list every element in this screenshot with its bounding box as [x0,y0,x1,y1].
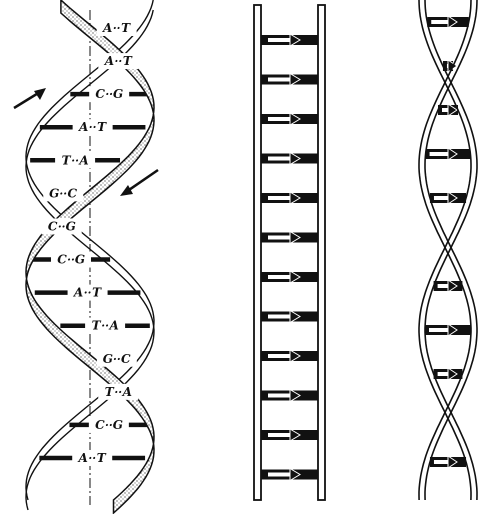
base-right-label: G [113,418,123,432]
hydrogen-bond-dots: ·· [101,320,109,333]
base-left-label: C [95,418,105,432]
twisted-ladder-rung [434,368,463,380]
base-left-label: A [104,54,114,68]
ladder-rung [261,153,318,165]
base-right-label: A [108,319,118,333]
base-right-label: G [66,219,76,233]
base-left-label: T [62,153,72,167]
base-left-label: T [92,319,102,333]
base-left-label: G [103,352,113,366]
base-right-label: C [67,186,77,200]
base-right-label: T [92,286,102,300]
base-left-label: A [78,451,88,465]
base-right-label: T [97,451,107,465]
hydrogen-bond-dots: ·· [58,220,66,233]
ladder-rung [261,192,318,204]
base-left-label: A [102,21,112,35]
base-right-label: A [78,153,88,167]
hydrogen-bond-dots: ·· [113,22,121,35]
strand-direction-arrow-up [14,88,46,108]
ladder-rung [261,469,318,481]
base-left-label: C [57,253,67,267]
base-left-label: C [95,87,105,101]
ladder-rung [261,232,318,244]
hydrogen-bond-dots: ·· [105,88,113,101]
twisted-ladder-rung [426,148,471,160]
hydrogen-bond-dots: ·· [71,154,79,167]
ladder-right-rail [318,5,325,500]
twisted-ladder-rung [430,456,466,468]
base-right-label: T [97,120,107,134]
strand-direction-arrow-down [120,170,158,196]
hydrogen-bond-dots: ·· [59,187,67,200]
base-left-label: T [105,385,115,399]
twisted-ladder-rung [430,192,466,204]
base-left-label: A [73,286,83,300]
ladder-rung [261,34,318,46]
twisted-ladder-panel [419,0,477,500]
base-left-label: A [78,120,88,134]
twisted-ladder-rung [427,16,469,28]
hydrogen-bond-dots: ·· [67,254,75,267]
hydrogen-bond-dots: ·· [89,121,97,134]
ladder-rung [261,390,318,402]
straight-ladder-panel [254,5,325,500]
ladder-rung [261,74,318,86]
base-pair-labels: A··TA··TC··GA··TT··AG··CC··GC··GA··TT··A… [42,20,139,466]
base-right-label: G [75,253,85,267]
base-left-label: G [49,186,59,200]
ladder-rung [261,429,318,441]
twisted-ladder-rung [425,324,471,336]
hydrogen-bond-dots: ·· [115,55,123,68]
ladder-rungs [261,34,318,481]
hydrogen-bond-dots: ·· [105,419,113,432]
ladder-rung [261,271,318,283]
double-helix-panel: A··TA··TC··GA··TT··AG··CC··GC··GA··TT··A… [14,0,158,513]
hydrogen-bond-dots: ·· [88,452,96,465]
twisted-ladder-rung [438,104,458,116]
base-right-label: G [113,87,123,101]
base-right-label: C [121,352,131,366]
base-left-label: C [48,219,58,233]
hydrogen-bond-dots: ·· [113,353,121,366]
ladder-left-rail [254,5,261,500]
base-right-label: T [121,21,131,35]
base-right-label: T [123,54,133,68]
twisted-ladder-rung [434,280,463,292]
ladder-rung [261,113,318,125]
hydrogen-bond-dots: ·· [114,386,122,399]
base-right-label: A [122,385,132,399]
ladder-rung [261,350,318,362]
ladder-rung [261,311,318,323]
hydrogen-bond-dots: ·· [84,287,92,300]
